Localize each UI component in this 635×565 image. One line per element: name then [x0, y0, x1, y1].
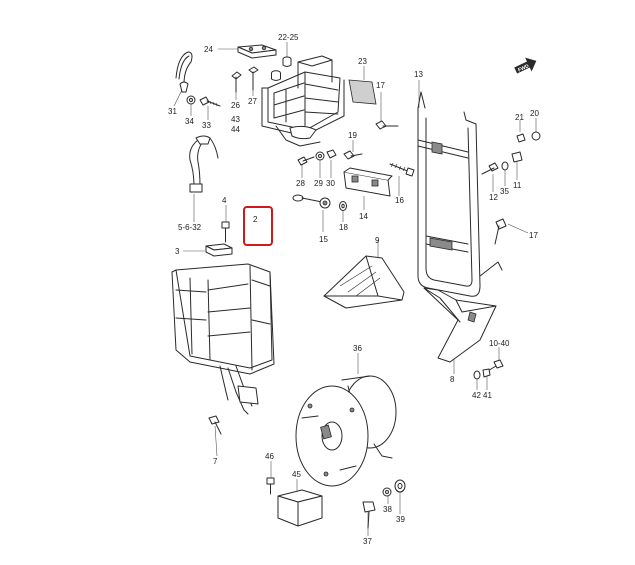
callout-15[interactable]: 15 — [319, 235, 328, 244]
part-33-screw — [199, 96, 221, 107]
part-46-bolt — [266, 477, 275, 495]
selected-part-highlight[interactable] — [243, 206, 273, 246]
part-14-mounting-bracket — [343, 167, 393, 197]
callout-27[interactable]: 27 — [248, 97, 257, 106]
svg-text:FWD: FWD — [517, 63, 530, 73]
part-39-bushing — [394, 479, 406, 493]
part-37-bolt — [362, 501, 376, 529]
part-8-side-bracket — [423, 287, 497, 363]
part-30-nut — [326, 149, 337, 159]
callout-18[interactable]: 18 — [339, 223, 348, 232]
part-41-nut — [482, 368, 491, 378]
callout-42[interactable]: 42 — [472, 391, 481, 400]
callout-39[interactable]: 39 — [396, 515, 405, 524]
callout-20[interactable]: 20 — [530, 109, 539, 118]
callout-45[interactable]: 45 — [292, 470, 301, 479]
callout-43[interactable]: 43 — [231, 115, 240, 124]
part-3-block — [205, 243, 233, 257]
part-17-bolt-lower — [494, 218, 507, 245]
part-17-bolt-upper — [375, 120, 399, 130]
callout-37[interactable]: 37 — [363, 537, 372, 546]
part-28-bolt — [297, 156, 315, 166]
part-16-stud — [389, 162, 415, 177]
callout-2[interactable]: 2 — [253, 215, 258, 224]
front-direction-arrow-icon: FWD — [514, 57, 537, 74]
part-7-bolt — [208, 415, 222, 435]
callout-22-25[interactable]: 22-25 — [278, 33, 299, 42]
part-19-bolt — [343, 150, 363, 160]
part-24-bracket-plate — [237, 44, 277, 59]
callout-17-upper[interactable]: 17 — [376, 81, 385, 90]
part-22-25-collar — [271, 70, 281, 81]
callout-17-lower[interactable]: 17 — [529, 231, 538, 240]
callout-41[interactable]: 41 — [483, 391, 492, 400]
callout-11[interactable]: 11 — [513, 181, 522, 190]
callout-8[interactable]: 8 — [450, 375, 455, 384]
part-43-44-rear-basket — [261, 55, 345, 147]
part-18-washer — [339, 201, 347, 211]
callout-34[interactable]: 34 — [185, 117, 194, 126]
callout-3[interactable]: 3 — [175, 247, 180, 256]
callout-35[interactable]: 35 — [500, 187, 509, 196]
callout-36[interactable]: 36 — [353, 344, 362, 353]
part-42-washer — [473, 370, 481, 380]
part-26-bolt — [231, 71, 242, 93]
part-45-control-box — [277, 489, 323, 527]
callout-9[interactable]: 9 — [375, 236, 380, 245]
part-13-side-frame — [417, 91, 503, 297]
part-15-lever — [292, 194, 331, 209]
callout-16[interactable]: 16 — [395, 196, 404, 205]
part-36-reel-drum — [295, 375, 397, 487]
part-11-cap — [511, 151, 523, 163]
part-2-front-carrier — [171, 263, 275, 415]
callout-5-6-32[interactable]: 5-6-32 — [178, 223, 202, 232]
callout-23[interactable]: 23 — [358, 57, 367, 66]
part-20-cap — [531, 131, 541, 141]
part-9-wedge-block — [323, 255, 405, 309]
callout-21[interactable]: 21 — [515, 113, 524, 122]
callout-33[interactable]: 33 — [202, 121, 211, 130]
callout-19[interactable]: 19 — [348, 131, 357, 140]
part-21-nut — [516, 133, 526, 143]
part-38-washer — [382, 487, 392, 497]
part-12-bolt — [481, 162, 499, 175]
callout-30[interactable]: 30 — [326, 179, 335, 188]
callout-13[interactable]: 13 — [414, 70, 423, 79]
callout-14[interactable]: 14 — [359, 212, 368, 221]
part-4-bolt — [221, 221, 230, 243]
leader-lines — [173, 42, 537, 536]
callout-10-40[interactable]: 10-40 — [489, 339, 510, 348]
part-31-hook-strap — [175, 51, 193, 93]
callout-12[interactable]: 12 — [489, 193, 498, 202]
callout-46[interactable]: 46 — [265, 452, 274, 461]
part-23-square-pad — [348, 79, 377, 105]
part-callout-labels: 24 22-25 23 31 26 27 34 33 43 44 17 13 1… — [168, 33, 539, 546]
part-34-nut — [186, 95, 196, 105]
part-22-25-spacer — [282, 56, 292, 67]
callout-44[interactable]: 44 — [231, 125, 240, 134]
callout-26[interactable]: 26 — [231, 101, 240, 110]
callout-7[interactable]: 7 — [213, 457, 218, 466]
callout-29[interactable]: 29 — [314, 179, 323, 188]
callout-31[interactable]: 31 — [168, 107, 177, 116]
part-29-washer — [315, 151, 325, 161]
part-35-washer — [501, 161, 509, 171]
callout-38[interactable]: 38 — [383, 505, 392, 514]
callout-28[interactable]: 28 — [296, 179, 305, 188]
callout-4[interactable]: 4 — [222, 196, 227, 205]
callout-24[interactable]: 24 — [204, 45, 213, 54]
part-27-bolt — [248, 66, 259, 91]
part-5-6-32-strap — [189, 135, 219, 193]
